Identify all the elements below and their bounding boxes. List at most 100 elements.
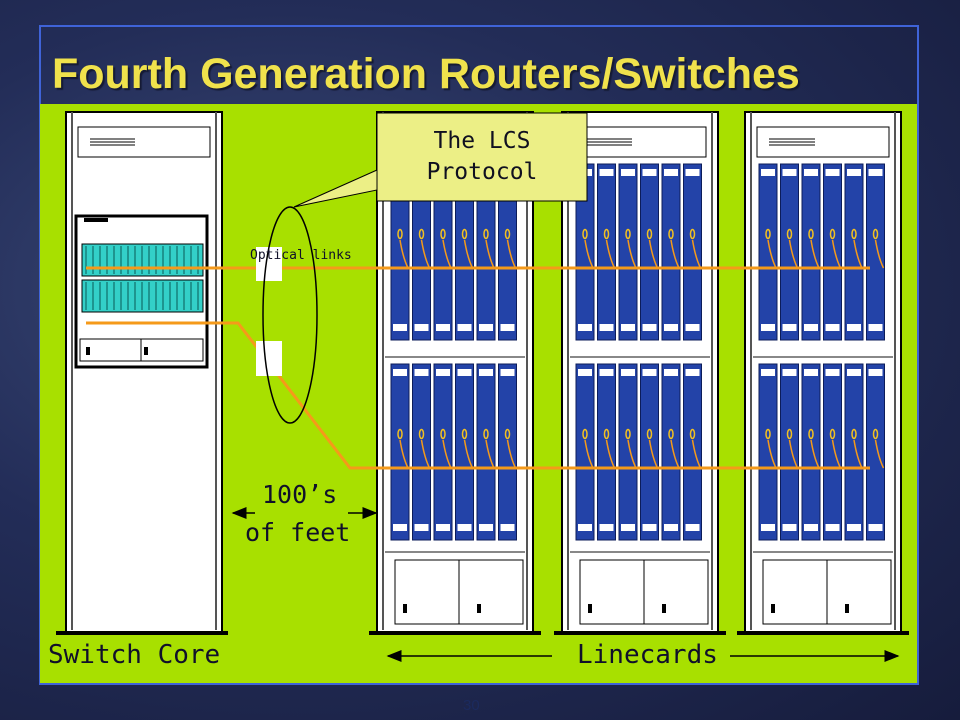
linecard-latch [825,369,840,376]
fiber-tail [831,439,842,469]
optical-port [582,228,588,240]
optical-port [808,228,814,240]
linecard-latch [436,324,450,331]
linecard-latch [393,524,407,531]
fiber-tail [831,239,842,269]
optical-port [668,228,674,240]
fiber-tail [670,439,680,469]
linecard-latch [621,369,635,376]
linecard [575,363,595,541]
linecard-latch [393,369,407,376]
fiber-tail [788,439,799,469]
optical-port [603,228,610,240]
linecard-latch [804,169,818,176]
fiber-tail [463,239,474,269]
fiber-tail [506,439,517,469]
optical-port [461,428,468,440]
linecard [498,363,517,541]
fiber-tail [605,239,616,269]
linecard-latch [804,324,818,331]
linecard [433,363,453,541]
optical-port [851,228,857,240]
linecard-latch [664,369,678,376]
linecard-latch [500,524,515,531]
optical-port [765,428,771,440]
optical-port [483,428,489,440]
linecard [801,163,821,341]
linecard-latch [664,524,678,531]
linecard-latch [825,324,840,331]
linecard-latch [578,324,592,331]
optical-port [765,228,771,240]
fiber-tail [788,239,799,269]
psu-switch [588,604,592,613]
optical-port [483,228,489,240]
linecard-latch [414,524,429,531]
linecard [412,363,431,541]
fiber-tail [399,239,409,269]
rack-base [369,631,541,635]
optical-port [418,428,425,440]
dimension-arrows [231,507,900,662]
linecard [390,363,410,541]
psu-switch [403,604,407,613]
callout-box [376,112,588,202]
linecard-latch [761,324,775,331]
optical-port [603,428,610,440]
rack-base [56,631,228,635]
fiber-tail [420,239,431,269]
optical-port [851,428,857,440]
fiber-tail [810,439,820,469]
fiber-tail [670,239,680,269]
linecard [618,363,638,541]
rack-base [554,631,726,635]
linecard-latch [578,369,592,376]
optical-port [646,228,653,240]
linecard-latch [414,369,429,376]
optical-connector [256,247,282,281]
linecard-latch [436,369,450,376]
linecard-latch [868,324,883,331]
optical-port [461,228,468,240]
rack-base [737,631,909,635]
psu-switch [771,604,775,613]
fiber-tail [648,239,659,269]
fiber-tail [767,239,777,269]
linecard [844,363,864,541]
fiber-tail [605,439,616,469]
distance-label-line-2: of feet [245,518,351,547]
linecard [683,363,702,541]
chassis-tag [84,218,108,222]
linecard-latch [599,169,614,176]
linecard [476,363,496,541]
linecard [661,163,681,341]
linecard-latch [761,524,775,531]
optical-connector [256,341,282,376]
optical-port [504,228,511,240]
lcs-protocol-label: The LCS Protocol [377,113,587,201]
fiber-tail [874,239,885,269]
fiber-tail [584,439,594,469]
linecard [758,163,778,341]
linecard-latch [825,524,840,531]
links-bundle-ellipse [262,206,318,424]
psu-switch [144,347,148,355]
linecard-latch [479,524,493,531]
optical-port [440,428,446,440]
linecard [844,163,864,341]
optical-port [786,428,793,440]
linecard [780,163,799,341]
linecard-latch [847,169,861,176]
optical-port [625,228,631,240]
linecard [823,363,842,541]
linecard-latch [804,369,818,376]
psu-switch [477,604,481,613]
linecard-latch [621,524,635,531]
linecard-latch [500,324,515,331]
linecard-latch [436,524,450,531]
fiber-tail [810,239,820,269]
optical-port [829,428,836,440]
optical-port [646,428,653,440]
optical-links-label: Optical links [250,248,352,263]
